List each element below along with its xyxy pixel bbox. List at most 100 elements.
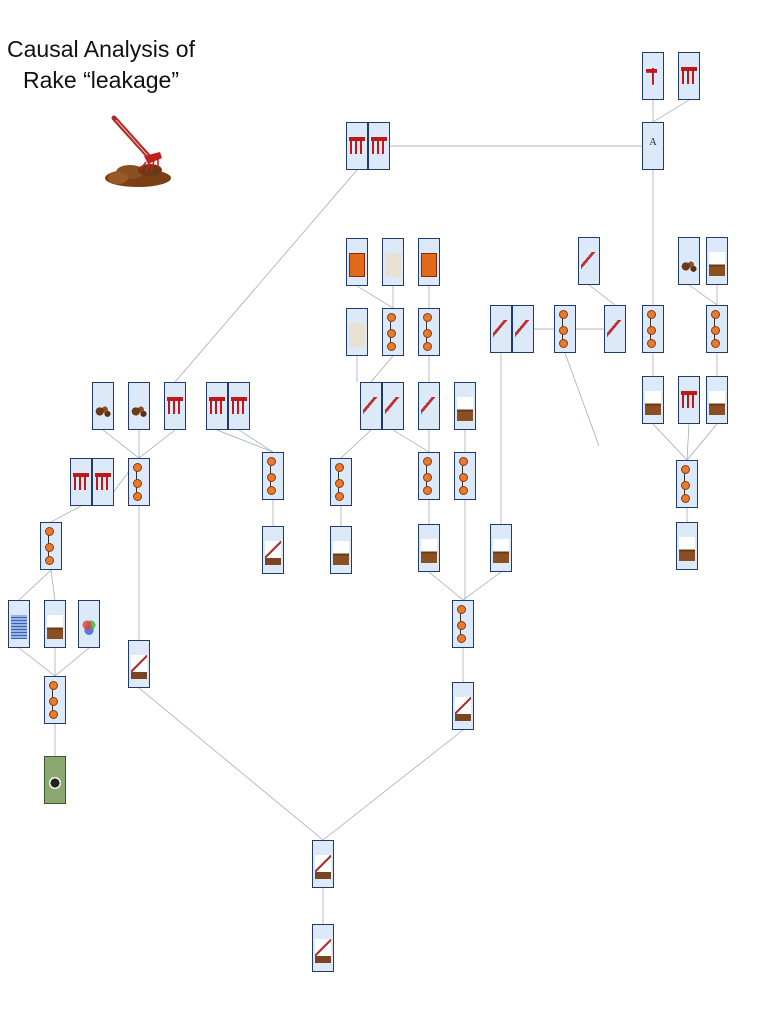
node-card-photo-2	[382, 238, 404, 286]
cause-node-icon	[423, 486, 433, 496]
causal-chain	[383, 312, 403, 353]
connector-line	[686, 423, 718, 461]
node-card-soil-left-b	[44, 600, 66, 648]
photo-illustration-icon	[349, 252, 365, 277]
causal-chain	[129, 462, 149, 503]
cause-node-icon	[647, 325, 657, 335]
causal-chain	[419, 456, 439, 497]
node-card-chain-right-1	[642, 305, 664, 353]
cause-node-icon	[559, 310, 569, 320]
connector-line	[18, 647, 56, 677]
rake-logo-icon	[105, 115, 171, 187]
rakehead-illustration-icon	[349, 136, 365, 161]
connector-line	[54, 647, 90, 677]
cause-node-icon	[133, 492, 143, 502]
node-card-tine-b	[228, 382, 250, 430]
tool-illustration-icon	[455, 696, 471, 721]
title-line-2: Rake “leakage”	[23, 67, 179, 93]
photo-illustration-icon	[421, 252, 437, 277]
cause-node-icon	[647, 339, 657, 349]
rakehead-illustration-icon	[73, 472, 89, 497]
connector-line	[174, 169, 358, 383]
node-card-rake-motion-1	[490, 305, 512, 353]
soil-illustration-icon	[709, 251, 725, 276]
node-card-tine-a	[206, 382, 228, 430]
causal-chain	[643, 309, 663, 350]
node-card-leak-b	[312, 924, 334, 972]
node-card-tine-shape-a	[642, 52, 664, 100]
causal-chain	[453, 604, 473, 645]
clods-illustration-icon	[681, 251, 697, 276]
bigtool-illustration-icon	[421, 396, 437, 421]
node-card-soil-center-d	[490, 524, 512, 572]
connector-line	[50, 569, 56, 601]
node-card-rake-motion-4	[604, 305, 626, 353]
bigtool-illustration-icon	[363, 396, 379, 421]
photo2-illustration-icon	[385, 252, 401, 277]
node-card-rake-center-b	[382, 382, 404, 430]
connector-line	[564, 352, 600, 447]
node-card-venn	[78, 600, 100, 648]
tool-illustration-icon	[315, 938, 331, 963]
cause-node-icon	[459, 486, 469, 496]
node-card-rake-bottom-left	[128, 640, 150, 688]
title-line-1: Causal Analysis of	[7, 36, 195, 62]
node-card-chain-tine	[262, 452, 284, 500]
node-card-chain-center-c	[454, 452, 476, 500]
bigtool-illustration-icon	[581, 251, 597, 276]
cause-node-icon	[267, 486, 277, 496]
letter-illustration-icon: A	[649, 136, 657, 148]
node-card-user-figure	[346, 308, 368, 356]
node-card-rake-motion-2	[512, 305, 534, 353]
tool-illustration-icon	[315, 854, 331, 879]
node-card-photo-1	[346, 238, 368, 286]
node-card-chain-left-main	[128, 458, 150, 506]
connector-line	[138, 687, 324, 841]
node-card-tine-gap-left	[164, 382, 186, 430]
node-card-chain-user	[382, 308, 404, 356]
node-card-chain-center-b	[418, 452, 440, 500]
node-card-rake-soil-left	[262, 526, 284, 574]
causal-chain	[707, 309, 727, 350]
causal-chain	[263, 456, 283, 497]
clods-illustration-icon	[95, 396, 111, 421]
cause-node-icon	[267, 457, 277, 467]
causal-chain	[41, 526, 61, 567]
node-card-soil-center-c	[418, 524, 440, 572]
connector-line	[652, 99, 690, 123]
node-card-chain-left-c	[44, 676, 66, 724]
cause-node-icon	[423, 457, 433, 467]
node-card-soil-top-right	[706, 237, 728, 285]
node-card-lens	[44, 756, 66, 804]
page-title: Causal Analysis of Rake “leakage”	[6, 34, 196, 96]
soil-illustration-icon	[493, 538, 509, 563]
causal-chain	[419, 312, 439, 353]
soil-illustration-icon	[333, 540, 349, 565]
cause-node-icon	[711, 325, 721, 335]
clods-illustration-icon	[131, 396, 147, 421]
cause-node-icon	[387, 328, 397, 338]
cause-node-icon	[711, 310, 721, 320]
node-card-soil-right-a	[642, 376, 664, 424]
cause-node-icon	[49, 681, 59, 691]
connector-line	[686, 423, 690, 461]
cause-node-icon	[681, 494, 691, 504]
node-card-photo-3	[418, 238, 440, 286]
rakehead-illustration-icon	[167, 396, 183, 421]
cause-node-icon	[45, 527, 55, 537]
bigtool-illustration-icon	[385, 396, 401, 421]
causal-chain	[455, 456, 475, 497]
rakehead-illustration-icon	[681, 390, 697, 415]
node-card-soil-right-b	[706, 376, 728, 424]
connector-line	[652, 423, 688, 461]
soil-illustration-icon	[421, 538, 437, 563]
rakehead-illustration-icon	[371, 136, 387, 161]
connector-line	[462, 571, 502, 601]
node-card-chain-right-2	[706, 305, 728, 353]
cause-node-icon	[457, 634, 467, 644]
node-card-angle-a: A	[642, 122, 664, 170]
bigtool-illustration-icon	[515, 319, 531, 344]
node-card-rake-center-c	[418, 382, 440, 430]
node-card-chain-motion	[554, 305, 576, 353]
